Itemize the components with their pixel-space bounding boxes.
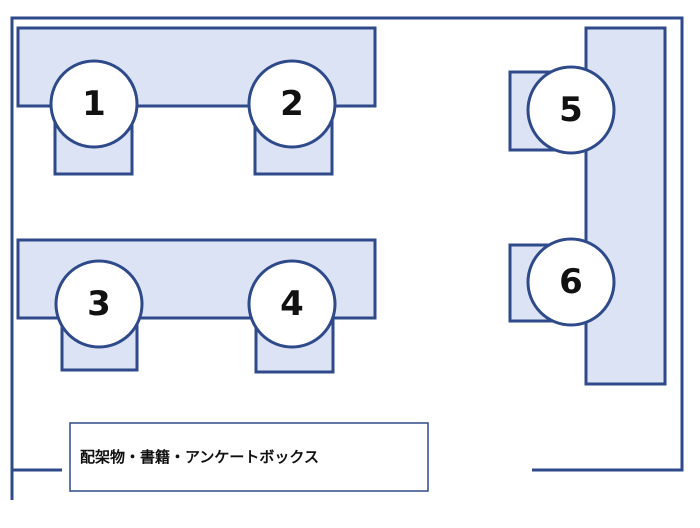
seat-numbers: 1 2 3 4 5 6 bbox=[82, 84, 583, 324]
seat-circle-4 bbox=[247, 259, 337, 349]
wall-outline bbox=[10, 16, 684, 472]
seat-number-5: 5 bbox=[559, 90, 583, 130]
seat-circle-3 bbox=[54, 259, 144, 349]
shelf-area: 配架物・書籍・アンケートボックス bbox=[69, 422, 429, 492]
seat-circle-2 bbox=[247, 59, 337, 149]
seat-number-2: 2 bbox=[280, 84, 304, 124]
seat-number-6: 6 bbox=[559, 262, 583, 302]
shelf-label: 配架物・書籍・アンケートボックス bbox=[80, 448, 319, 466]
seat-circle-5 bbox=[526, 65, 616, 155]
shelf-box bbox=[69, 422, 429, 492]
seat-circle-1 bbox=[49, 59, 139, 149]
seat-circle-6 bbox=[526, 237, 616, 327]
seat-number-1: 1 bbox=[82, 84, 106, 124]
seat-markers bbox=[49, 59, 616, 349]
room-walls bbox=[10, 16, 684, 500]
seat-number-3: 3 bbox=[87, 284, 111, 324]
seat-number-4: 4 bbox=[280, 284, 304, 324]
